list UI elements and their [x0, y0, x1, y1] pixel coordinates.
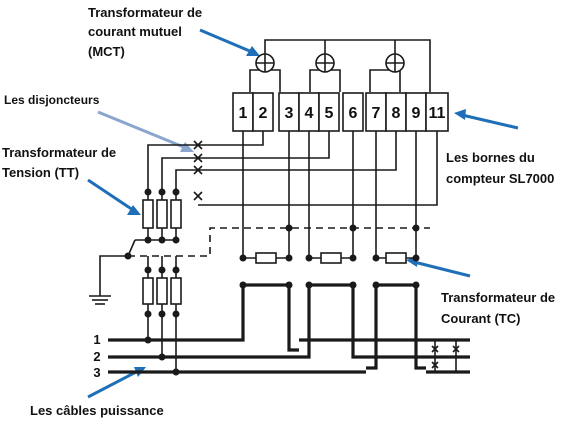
- breakers: [193, 140, 203, 201]
- terminal-label-6: 6: [349, 105, 358, 122]
- phase-label-2: 2: [93, 349, 100, 364]
- tt-label-line1: Transformateur de: [2, 145, 116, 160]
- tc-label-line1: Transformateur de: [441, 290, 555, 305]
- tt-label-line2: Tension (TT): [2, 165, 79, 180]
- tt-arrow: [87, 178, 141, 215]
- bornes-label-line2: compteur SL7000: [446, 171, 554, 186]
- phase-label-3: 3: [93, 365, 100, 380]
- terminal-label-7: 7: [372, 105, 381, 122]
- tt-lower-coil-1: [142, 277, 154, 305]
- tt-coil-3: [170, 199, 182, 229]
- mct-label-line2: courant mutuel: [88, 24, 182, 39]
- current-transformers: [234, 281, 426, 370]
- tc-coil-2: [320, 252, 342, 264]
- mct-arrow: [199, 28, 260, 56]
- terminal-label-9: 9: [412, 105, 421, 122]
- tc-label-line2: Courant (TC): [441, 311, 520, 326]
- tc-coil-1: [255, 252, 277, 264]
- tt-lower-coil-2: [156, 277, 168, 305]
- phase-label-1: 1: [93, 332, 100, 347]
- bornes-label-line1: Les bornes du: [446, 150, 535, 165]
- breaker-1: [193, 140, 203, 150]
- breaker-4: [193, 191, 203, 201]
- terminal-label-5: 5: [325, 105, 334, 122]
- voltage-wiring: [147, 131, 438, 218]
- disjoncteurs-label: Les disjoncteurs: [4, 93, 100, 107]
- ground-wiring: [89, 252, 132, 305]
- mct-label-line3: (MCT): [88, 44, 125, 59]
- tc-coil-3: [385, 252, 407, 264]
- terminal-label-2: 2: [259, 105, 268, 122]
- terminal-label-4: 4: [305, 105, 314, 122]
- tt-coil-1: [142, 199, 154, 229]
- disjoncteurs-arrow: [97, 110, 194, 152]
- terminal-label-8: 8: [392, 105, 401, 122]
- power-cables: [108, 338, 470, 374]
- tt-coil-2: [156, 199, 168, 229]
- bornes-arrow: [454, 109, 519, 130]
- terminal-label-11: 11: [429, 105, 446, 122]
- breaker-2: [193, 153, 203, 163]
- tt-lower-coil-3: [170, 277, 182, 305]
- cables-label: Les câbles puissance: [30, 403, 164, 418]
- voltage-transformers: [127, 188, 182, 257]
- breaker-3: [193, 165, 203, 175]
- mct-label-line1: Transformateur de: [88, 5, 202, 20]
- neutral-dashed-bus: [128, 227, 430, 257]
- current-return-wiring: [239, 131, 420, 262]
- terminal-label-3: 3: [285, 105, 294, 122]
- terminal-block: 1 2 3 4 5 6 7 8 9 11: [232, 92, 449, 132]
- terminal-label-1: 1: [239, 105, 248, 122]
- voltage-taps: [142, 256, 182, 376]
